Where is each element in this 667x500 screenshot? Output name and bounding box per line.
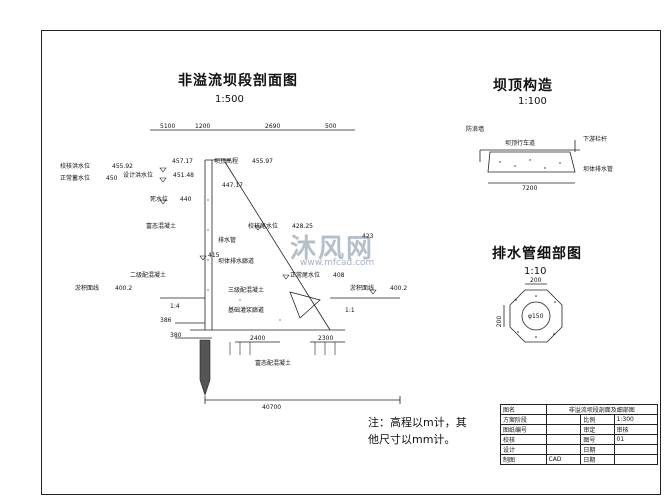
tb-cell: 审定 [580,424,615,435]
dim-40700: 40700 [262,404,282,411]
check-flood-label: 校核洪水位 [60,163,91,170]
road-label: 坝顶行车道 [505,140,536,147]
watermark-brand: 沐风网 [290,234,375,264]
pipe-scale: 1:10 [524,266,547,277]
tb-cell: 01 [613,434,659,445]
drawing-note: 注：高程以m计，其他尺寸以mm计。 [368,416,467,446]
perforated-drain-label: 坝体排水廊道 [218,258,255,265]
elev-423: 423 [362,233,374,240]
crest-body [487,151,576,173]
crest-elev-label: 坝顶高程 [214,158,239,165]
crest-width: 7200 [522,185,538,192]
dim-2400: 2400 [250,335,266,342]
base-gallery-label: 基础灌浆廊道 [228,307,265,314]
crest-elev-value: 455.97 [252,158,273,165]
drawing-border [41,30,661,495]
tb-cell [545,434,582,445]
dead-level-label: 死水位 [150,196,169,203]
pipe-diameter: φ150 [528,313,544,320]
tb-cell: 日期 [580,444,615,455]
rich-concrete-label: 富态混凝土 [146,223,177,230]
dim-2690: 2690 [265,123,281,130]
silt-left-label: 淤积面线 [75,285,100,292]
tb-cell: 日期 [580,454,615,465]
dim-2300: 2300 [318,335,334,342]
silt-right-value: 400.2 [390,285,408,292]
dim-500: 500 [325,123,337,130]
silt-left-value: 400.2 [115,285,133,292]
tb-cell: 图号 [580,434,615,445]
elev-380: 380 [170,332,182,339]
grade3-concrete-label: 三级配混凝土 [228,287,265,294]
tb-cell: 校核 [500,434,547,445]
drain-pipe-label: 排水管 [218,237,237,244]
tb-cell: 方案阶段 [500,414,547,425]
dead-level-value: 440 [180,196,192,203]
tb-cell: 比例 [580,414,615,425]
tb-cell [613,454,659,465]
crest-title: 坝顶构造 [493,78,553,94]
tb-cell [545,424,582,435]
elev-447: 447.17 [222,182,243,189]
silt-right-label: 淤积面线 [350,285,375,292]
slope-left: 1:4 [170,303,180,310]
parapet-label: 防浪墙 [466,126,485,133]
grout-curtain [199,339,211,396]
main-section-scale: 1:500 [215,94,244,105]
design-flood-label: 设计洪水位 [123,172,154,179]
watermark-url: www.mfcad.com [300,258,375,268]
base-gallery-outline [289,291,321,319]
railing-label: 下游栏杆 [583,136,608,143]
crest-drain-label: 坝体排水管 [583,166,614,173]
tb-cell: 制图 [500,454,547,465]
slope-right: 1:1 [345,307,355,314]
check-tail-value: 428.25 [292,223,313,230]
design-flood-value: 451.48 [173,172,194,179]
crest-scale: 1:100 [518,96,547,107]
normal-storage-value: 450 [106,175,118,182]
grade2-concrete-label: 二级配混凝土 [130,272,167,279]
normal-storage-label: 正常蓄水位 [60,175,91,182]
check-flood-value: 455.92 [112,163,133,170]
tb-cell [545,414,582,425]
pipe-hole [521,301,551,331]
tb-drawing-name: 非溢流坝段剖面及细部图 [545,404,659,415]
tb-cell: 审核 [613,424,659,435]
tb-cell [545,444,582,455]
pipe-dim-side: 200 [496,315,504,328]
normal-tail-label: 正常尾水位 [290,272,321,279]
dam-downstream-slope [224,161,331,331]
check-tail-label: 校核尾水位 [248,223,279,230]
tb-cell: 设计 [500,444,547,455]
dim-1200: 1200 [195,123,211,130]
pipe-title: 排水管细部图 [492,246,582,262]
main-section-title: 非溢流坝段剖面图 [178,73,298,89]
dim-5100: 5100 [160,123,176,130]
elev-415: 415 [208,252,220,259]
normal-tail-value: 408 [333,272,345,279]
tb-cell [613,444,659,455]
rich-concrete-bottom-label: 富态配混凝土 [255,360,292,367]
title-block: 图名 非溢流坝段剖面及细部图 方案阶段 比例 1:300 图纸编号 审定 审核 … [500,404,659,465]
crest-top-value: 457.17 [172,158,193,165]
pipe-octagon [509,289,563,343]
pipe-dim-top: 200 [530,277,542,284]
tb-cell: 图纸编号 [500,424,547,435]
tb-cell: CAD [545,454,582,465]
tb-name-label: 图名 [500,404,547,415]
tb-cell: 1:300 [613,414,659,425]
elev-386: 386 [160,317,172,324]
